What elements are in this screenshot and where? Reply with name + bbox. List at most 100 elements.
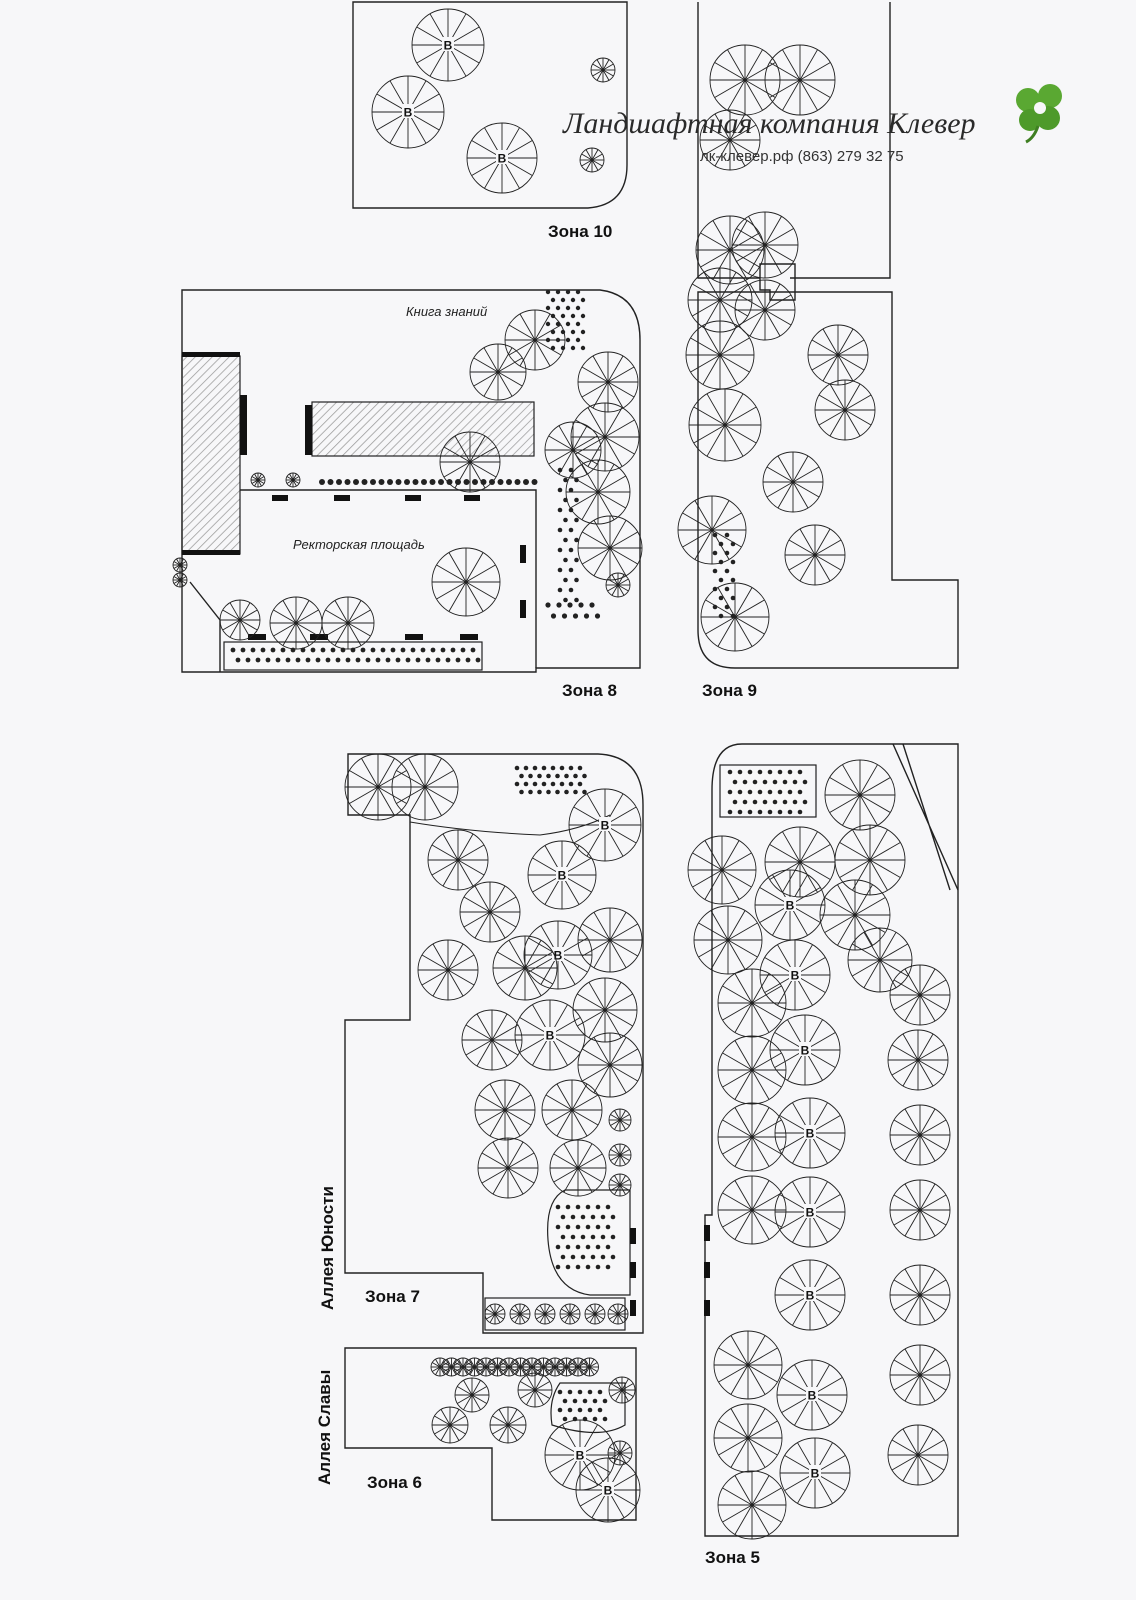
zone-outlines	[181, 1, 959, 1537]
planting-dot	[460, 647, 466, 653]
tree	[477, 1137, 539, 1199]
planting-dot	[557, 527, 563, 533]
planting-dot	[590, 1254, 596, 1260]
planting-dot	[747, 789, 753, 795]
planting-dot	[590, 1234, 596, 1240]
planting-dot	[585, 1264, 591, 1270]
planting-dot	[445, 657, 451, 663]
svg-text:В: В	[786, 899, 795, 913]
planting-dot	[570, 313, 576, 319]
planting-dot	[310, 647, 316, 653]
brand-contact: лк-клевер.рф (863) 279 32 75	[700, 148, 904, 165]
planting-dot	[777, 769, 783, 775]
svg-text:В: В	[808, 1389, 817, 1403]
zone-6-outline	[344, 1347, 637, 1521]
planting-dot	[560, 1214, 566, 1220]
planting-dot	[523, 479, 529, 485]
tree	[465, 1357, 484, 1377]
bench	[405, 634, 423, 640]
planting-dot	[580, 1214, 586, 1220]
planting-dot	[730, 595, 736, 601]
planting-dot	[275, 657, 281, 663]
planting-dot	[574, 577, 579, 583]
tree	[391, 753, 459, 821]
tree	[889, 1104, 951, 1166]
planting-dot	[568, 547, 574, 553]
flowerbed-zone5	[719, 764, 817, 818]
labels: Зона 10 Зона 8 Зона 9 Зона 7 Зона 6 Зона…	[293, 222, 760, 1567]
planting-dot	[270, 647, 276, 653]
tree	[688, 388, 762, 462]
tree	[344, 753, 412, 821]
tree-marked: В	[575, 1457, 641, 1523]
tree-marked: В	[759, 939, 831, 1011]
planting-dot	[555, 305, 561, 311]
planting-dot	[568, 765, 574, 771]
planting-dot	[555, 321, 561, 327]
planting-dot	[582, 773, 587, 779]
planting-dot	[575, 289, 581, 295]
planting-dot	[395, 479, 402, 485]
tree	[454, 1377, 490, 1413]
planting-dot	[742, 799, 748, 805]
planting-dot	[475, 657, 481, 663]
benches	[182, 352, 710, 1316]
planting-dot	[587, 1407, 593, 1413]
planting-dot	[559, 781, 565, 787]
planting-dot	[545, 602, 551, 608]
tree	[687, 835, 757, 905]
tree	[677, 495, 747, 565]
planting-dot	[568, 781, 574, 787]
planting-dot	[565, 305, 571, 311]
planting-dot	[400, 647, 406, 653]
clover-logo-icon	[1016, 84, 1062, 144]
planting-dot	[570, 1254, 576, 1260]
tree	[713, 1330, 783, 1400]
tree	[700, 582, 770, 652]
tree	[731, 211, 799, 279]
planting-dot	[577, 765, 583, 771]
planting-dot	[724, 532, 730, 538]
planting-dot	[568, 527, 574, 533]
planting-dot	[528, 789, 533, 795]
planting-dot	[564, 789, 569, 795]
bench	[704, 1225, 710, 1241]
planting-dot	[559, 765, 565, 771]
planting-dot	[560, 313, 566, 319]
tree	[607, 1440, 633, 1466]
planting-dot	[782, 779, 788, 785]
planting-dot	[595, 1224, 601, 1230]
planting-dot	[435, 657, 441, 663]
planting-dot	[737, 789, 743, 795]
tree	[522, 1357, 542, 1377]
zone-10-outline	[352, 1, 628, 209]
tree	[699, 109, 761, 171]
zone-5-diagonal-path	[892, 743, 959, 891]
planting-dot	[565, 1244, 571, 1250]
tree	[476, 1357, 496, 1377]
planting-dot	[572, 613, 579, 619]
planting-dot	[732, 799, 738, 805]
planting-dot	[757, 809, 763, 815]
planting-dot	[532, 765, 538, 771]
zone-5-label: Зона 5	[705, 1548, 760, 1567]
planting-dot	[405, 657, 411, 663]
planting-dot	[742, 779, 748, 785]
svg-text:В: В	[444, 39, 453, 53]
planting-dot	[555, 289, 561, 295]
planting-dot	[561, 613, 568, 619]
bench	[334, 495, 350, 501]
tree-marked: В	[774, 1176, 846, 1248]
planting-dot	[327, 479, 334, 485]
bench	[305, 405, 312, 455]
planting-dot	[455, 657, 461, 663]
tree	[269, 596, 323, 650]
tree	[439, 431, 501, 493]
planting-dot	[565, 289, 571, 295]
planting-dot	[519, 773, 524, 779]
planting-dot	[568, 567, 574, 573]
bench	[704, 1262, 710, 1278]
tree	[172, 572, 188, 588]
planting-dot	[600, 1254, 606, 1260]
